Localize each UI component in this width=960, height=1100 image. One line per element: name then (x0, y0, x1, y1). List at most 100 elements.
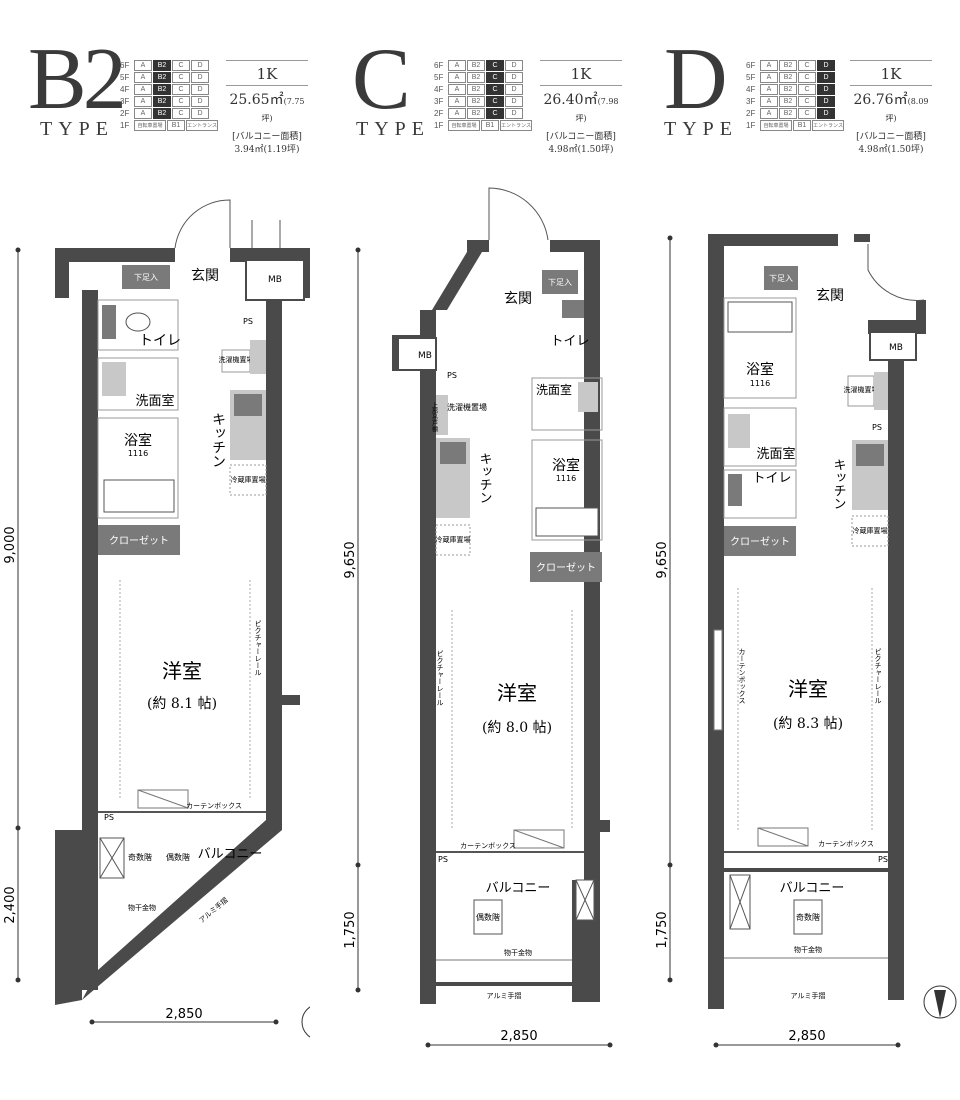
label-text: B2 (467, 72, 485, 83)
label-text: 冷蔵庫置場 (853, 526, 888, 535)
room-toilet: トイレ (139, 333, 181, 349)
room-kitchen: キッチン (477, 452, 492, 504)
label-text: B2 (779, 96, 797, 107)
room-closet: クローゼット (730, 536, 790, 548)
label-text: 6F (434, 61, 444, 70)
label-text: B2 (779, 60, 797, 71)
label-text: エントランス (186, 120, 218, 131)
label-text: 25.65㎡ (229, 92, 284, 108)
label-text: D (817, 84, 835, 95)
label-text: A (134, 108, 152, 119)
label-text: 6F (746, 61, 756, 70)
room-western: 洋室 (497, 681, 537, 705)
label-text: 物干金物 (504, 948, 532, 957)
label-text: D (817, 108, 835, 119)
label-text: 自転車置場 (760, 120, 792, 131)
label-text: 1116 (750, 379, 770, 388)
unit-spec: 1K 26.40㎡(7.98坪) [バルコニー面積] 4.98㎡(1.50坪) (540, 60, 622, 155)
label-text: D (505, 84, 523, 95)
label-text: 下足入 (548, 278, 572, 287)
label-text: B2 (153, 108, 171, 119)
room-closet: クローゼット (536, 562, 596, 574)
label-text: A (760, 72, 778, 83)
label-text: カーテンボックス (186, 802, 242, 810)
label-text: C (486, 72, 504, 83)
label-text: [バルコニー面積] (232, 132, 302, 142)
type-word: TYPE (664, 118, 738, 140)
label-text: B1 (167, 120, 185, 131)
type-word: TYPE (40, 118, 114, 140)
room-entrance: 玄関 (504, 290, 532, 307)
label-text: B1 (481, 120, 499, 131)
label-text: 1K (850, 60, 932, 86)
label-text: 上部吊戸棚 (431, 401, 438, 433)
label-text: B2 (153, 84, 171, 95)
label-text: 自転車置場 (134, 120, 166, 131)
label-text: 5F (746, 73, 756, 82)
dim-height: 9,000 (3, 526, 18, 563)
label-text: 6F (120, 61, 130, 70)
label-text: C (172, 84, 190, 95)
label-text: C (798, 72, 816, 83)
label-text: カーテンボックス (460, 842, 516, 850)
label-text: D (817, 60, 835, 71)
room-western-size: (約 8.1 帖) (147, 696, 217, 712)
room-bath: 浴室 (124, 432, 152, 449)
room-western: 洋室 (788, 677, 828, 701)
label-text: D (191, 96, 209, 107)
label-text: PS (104, 813, 114, 822)
label-text: D (817, 96, 835, 107)
label-text: D (191, 60, 209, 71)
room-toilet: トイレ (752, 471, 791, 486)
label-text: MB (889, 343, 903, 353)
room-entrance: 玄関 (191, 267, 219, 284)
room-closet: クローゼット (109, 535, 169, 547)
label-text: PS (438, 855, 448, 864)
label-text: A (448, 84, 466, 95)
label-text: 4F (434, 85, 444, 94)
room-bath: 浴室 (746, 361, 774, 378)
label-text: 2F (120, 109, 130, 118)
label-text: 4F (120, 85, 130, 94)
label-text: 奇数階 (796, 912, 820, 922)
label-text: B1 (793, 120, 811, 131)
unit-spec: 1K 26.76㎡(8.09坪) [バルコニー面積] 4.98㎡(1.50坪) (850, 60, 932, 155)
room-entrance: 玄関 (816, 287, 844, 304)
label-text: カーテンボックス (738, 648, 746, 704)
label-text: C (798, 84, 816, 95)
label-text: B2 (153, 72, 171, 83)
label-text: C (798, 60, 816, 71)
label-text: ピクチャーレール (254, 620, 262, 676)
room-western: 洋室 (162, 659, 202, 683)
type-letter: B2 (28, 31, 127, 128)
label-text: A (448, 72, 466, 83)
dim-height: 9,650 (343, 541, 358, 578)
label-text: A (760, 108, 778, 119)
label-text: D (191, 108, 209, 119)
dim-height: 9,650 (655, 541, 670, 578)
label-text: D (191, 72, 209, 83)
dim-balcony: 1,750 (655, 911, 670, 948)
label-text: C (486, 84, 504, 95)
room-balcony: バルコニー (198, 847, 263, 862)
room-western-size: (約 8.3 帖) (773, 716, 843, 732)
label-text: A (448, 96, 466, 107)
room-balcony: バルコニー (486, 881, 551, 896)
label-text: D (505, 108, 523, 119)
label-text: 3F (434, 97, 444, 106)
label-text: B2 (779, 72, 797, 83)
label-text: C (172, 72, 190, 83)
label-text: アルミ手摺 (791, 991, 826, 1000)
north-arrow-icon (923, 985, 957, 1019)
label-text: 冷蔵庫置場 (231, 475, 266, 484)
label-text: 5F (434, 73, 444, 82)
label-text: MB (268, 275, 282, 285)
type-letter: C (352, 31, 411, 128)
label-text: C (486, 60, 504, 71)
label-text: B2 (153, 60, 171, 71)
label-text: カーテンボックス (818, 840, 874, 848)
